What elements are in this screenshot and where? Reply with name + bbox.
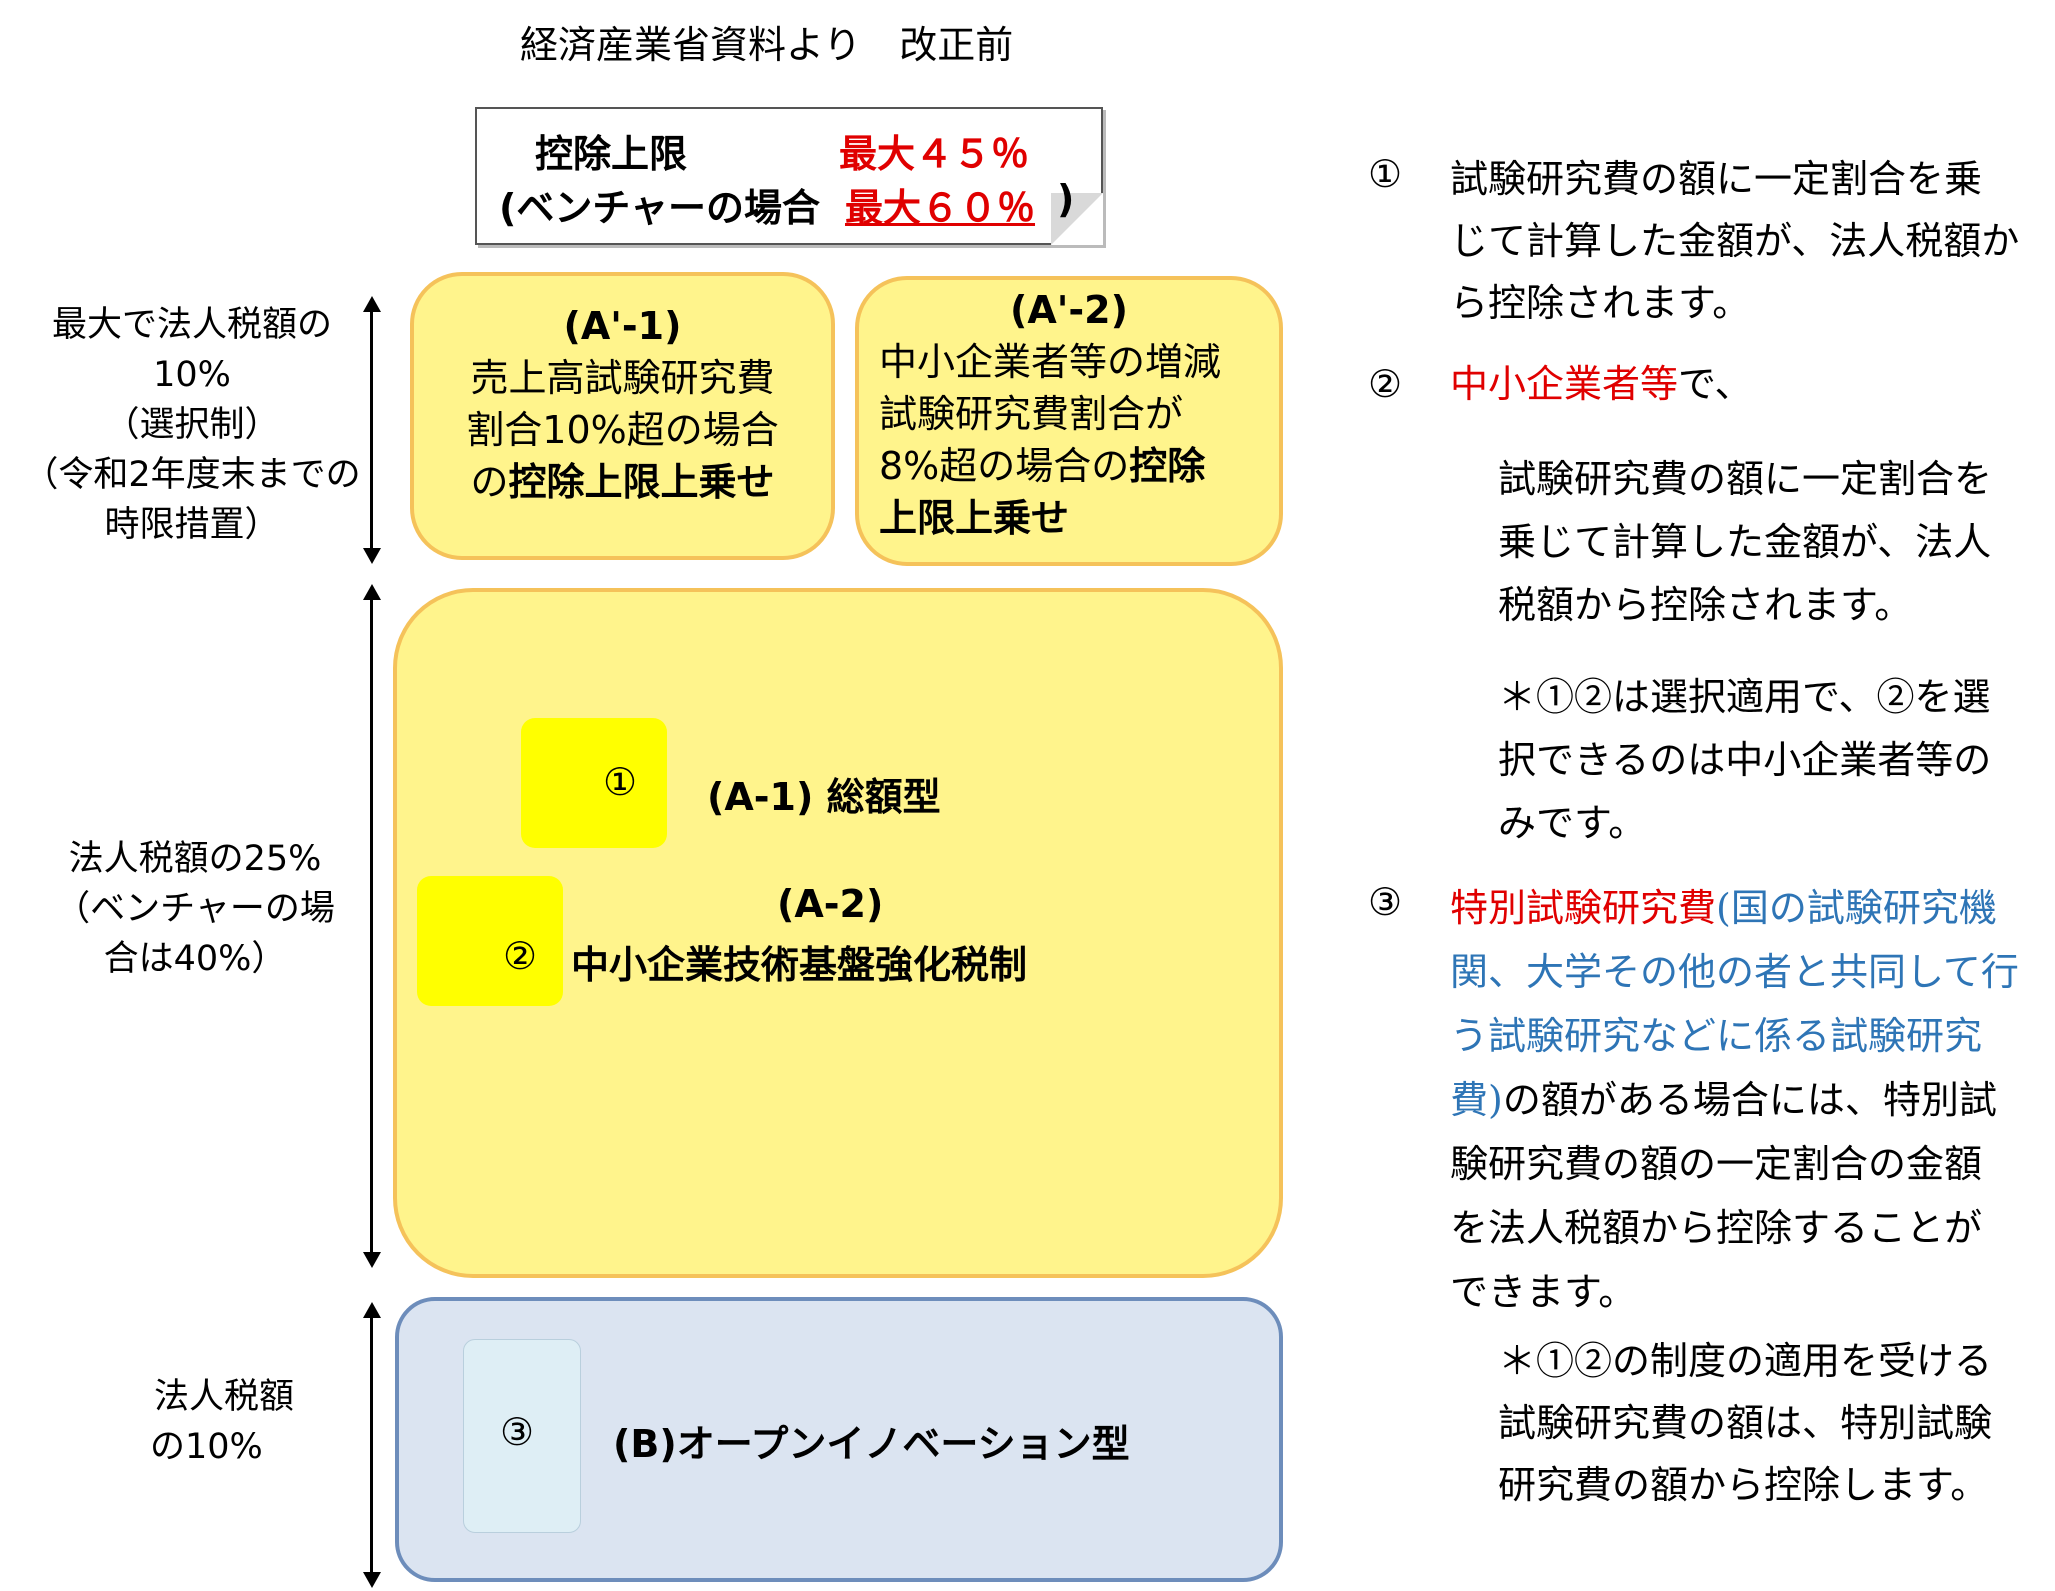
box-a-prime-1-line3-pre: の bbox=[470, 460, 509, 504]
box-a-prime-2-line: 試験研究費割合が bbox=[879, 392, 1184, 436]
badge-2-label: ② bbox=[503, 934, 538, 978]
item-2-body-line: 税額から控除されます。 bbox=[1498, 583, 1913, 627]
item-3-note-line: 研究費の額から控除します。 bbox=[1498, 1463, 1989, 1507]
box-a-prime-1-line: 売上高試験研究費 bbox=[470, 356, 775, 400]
left-label-top: 最大で法人税額の 10% （選択制） （令和2年度末までの 時限措置） bbox=[12, 300, 372, 550]
a2-label: 中小企業技術基盤強化税制 bbox=[571, 943, 1028, 987]
left-label-top-line: （選択制） bbox=[104, 405, 280, 445]
item-1-line: じて計算した金額が、法人税額か bbox=[1450, 219, 2020, 263]
item-3-blue: 関、大学その他の者と共同して行 bbox=[1450, 950, 2019, 994]
item-2-body: 試験研究費の額に一定割合を 乗じて計算した金額が、法人 税額から控除されます。 bbox=[1498, 448, 2055, 637]
box-tax-credit-main: ① (A-1) 総額型 ② (A-2) 中小企業技術基盤強化税制 bbox=[393, 588, 1283, 1278]
item-2-note-line: ＊①②は選択適用で、②を選 bbox=[1498, 675, 1991, 719]
item-3-line4: 費)の額がある場合には、特別試 bbox=[1450, 1068, 2050, 1132]
box-a-prime-2-line: 中小企業者等の増減 bbox=[879, 340, 1222, 384]
box-a-prime-2-line4: 上限上乗せ bbox=[879, 496, 1070, 540]
item-2-note-line: みです。 bbox=[1498, 801, 1647, 845]
item-1-line: 試験研究費の額に一定割合を乗 bbox=[1450, 157, 1983, 201]
item-1-text: 試験研究費の額に一定割合を乗 じて計算した金額が、法人税額か ら控除されます。 bbox=[1450, 148, 2050, 334]
item-2-marker: ② bbox=[1368, 362, 1403, 406]
badge-2: ② bbox=[417, 876, 563, 1006]
item-1-line: ら控除されます。 bbox=[1450, 281, 1751, 325]
item-3-line1: 特別試験研究費(国の試験研究機 bbox=[1450, 876, 2050, 940]
item-3-blue: 費) bbox=[1450, 1078, 1503, 1122]
double-arrow-icon bbox=[362, 584, 382, 1268]
item-3-line: できます。 bbox=[1450, 1270, 1637, 1314]
deduction-limit-box: 控除上限 最大４５％ (ベンチャーの場合 最大６０％ ) bbox=[475, 107, 1103, 245]
limit-value: 最大４５％ bbox=[839, 132, 1030, 176]
venture-limit-label: (ベンチャーの場合 bbox=[499, 186, 820, 230]
box-a-prime-2-head: (A'-2) bbox=[1010, 288, 1128, 332]
left-label-middle-line: 合は40%） bbox=[103, 939, 287, 979]
item-3-line: を法人税額から控除することが bbox=[1450, 1206, 1983, 1250]
venture-limit-close: ) bbox=[1057, 177, 1075, 221]
box-a-prime-1-line3: の控除上限上乗せ bbox=[414, 456, 831, 508]
item-3-red: 特別試験研究費 bbox=[1450, 886, 1717, 930]
box-a-prime-2-line3-pre: 8%超の場合の bbox=[879, 444, 1130, 488]
left-label-top-line: 時限措置） bbox=[104, 505, 280, 545]
left-label-middle: 法人税額の25% （ベンチャーの場 合は40%） bbox=[40, 834, 350, 984]
item-2-body-line: 試験研究費の額に一定割合を bbox=[1498, 457, 1993, 501]
item-3-blue: (国の試験研究機 bbox=[1716, 886, 1997, 930]
badge-3: ③ bbox=[463, 1339, 581, 1533]
badge-1: ① bbox=[521, 718, 667, 848]
box-a-prime-1-line3-bold: 控除上限上乗せ bbox=[508, 460, 775, 504]
page-title: 経済産業省資料より 改正前 bbox=[520, 23, 1014, 67]
double-arrow-icon bbox=[362, 1302, 382, 1588]
item-3-rest: の額がある場合には、特別試 bbox=[1502, 1078, 1997, 1122]
item-3-note: ＊①②の制度の適用を受ける 試験研究費の額は、特別試験 研究費の額から控除します… bbox=[1498, 1330, 2055, 1516]
item-2-head-red: 中小企業者等 bbox=[1450, 362, 1679, 406]
item-2-body-line: 乗じて計算した金額が、法人 bbox=[1498, 520, 1992, 564]
box-a-prime-2-line3-bold: 控除 bbox=[1129, 444, 1206, 488]
item-3-marker: ③ bbox=[1368, 880, 1403, 924]
badge-1-label: ① bbox=[603, 760, 638, 804]
page-fold-icon bbox=[1051, 193, 1103, 245]
double-arrow-icon bbox=[362, 296, 382, 564]
left-label-top-line: （令和2年度末までの bbox=[23, 455, 361, 495]
venture-limit-value: 最大６０％ bbox=[845, 186, 1036, 230]
left-label-bottom: 法人税額 の10% bbox=[130, 1372, 330, 1472]
item-2-note: ＊①②は選択適用で、②を選 択できるのは中小企業者等の みです。 bbox=[1498, 666, 2055, 855]
item-2-head-rest: で、 bbox=[1678, 362, 1753, 406]
box-a-prime-2: (A'-2) 中小企業者等の増減 試験研究費割合が 8%超の場合の控除 上限上乗… bbox=[855, 276, 1283, 566]
item-3-note-line: 試験研究費の額は、特別試験 bbox=[1498, 1401, 1993, 1445]
left-label-top-line: 10% bbox=[153, 355, 231, 395]
item-2-head: 中小企業者等で、 bbox=[1450, 358, 1753, 410]
left-label-bottom-line: の10% bbox=[150, 1427, 263, 1467]
item-3-line: 験研究費の額の一定割合の金額 bbox=[1450, 1142, 1983, 1186]
item-2-note-line: 択できるのは中小企業者等の bbox=[1498, 738, 1992, 782]
a2-head: (A-2) bbox=[777, 882, 884, 926]
open-innovation-label: (B)オープンイノベーション型 bbox=[613, 1422, 1130, 1466]
box-a-prime-1: (A'-1) 売上高試験研究費 割合10%超の場合 の控除上限上乗せ bbox=[410, 272, 835, 560]
badge-3-label: ③ bbox=[500, 1410, 535, 1454]
left-label-middle-line: （ベンチャーの場 bbox=[55, 889, 335, 929]
box-a-prime-2-line3: 8%超の場合の控除 bbox=[859, 440, 1279, 492]
box-open-innovation: ③ (B)オープンイノベーション型 bbox=[395, 1297, 1283, 1582]
left-label-bottom-line: 法人税額 bbox=[154, 1377, 295, 1417]
box-a-prime-1-line: 割合10%超の場合 bbox=[466, 408, 779, 452]
a1-label: (A-1) 総額型 bbox=[707, 775, 941, 819]
item-3-note-line: ＊①②の制度の適用を受ける bbox=[1498, 1339, 1993, 1383]
box-a-prime-1-head: (A'-1) bbox=[563, 304, 682, 348]
left-label-top-line: 最大で法人税額の bbox=[51, 305, 332, 345]
limit-label: 控除上限 bbox=[535, 132, 688, 176]
left-label-middle-line: 法人税額の25% bbox=[68, 839, 322, 879]
item-3-blue: う試験研究などに係る試験研究 bbox=[1450, 1014, 1983, 1058]
item-1-marker: ① bbox=[1368, 152, 1403, 196]
item-3-text: 特別試験研究費(国の試験研究機 関、大学その他の者と共同して行 う試験研究などに… bbox=[1450, 876, 2050, 1324]
